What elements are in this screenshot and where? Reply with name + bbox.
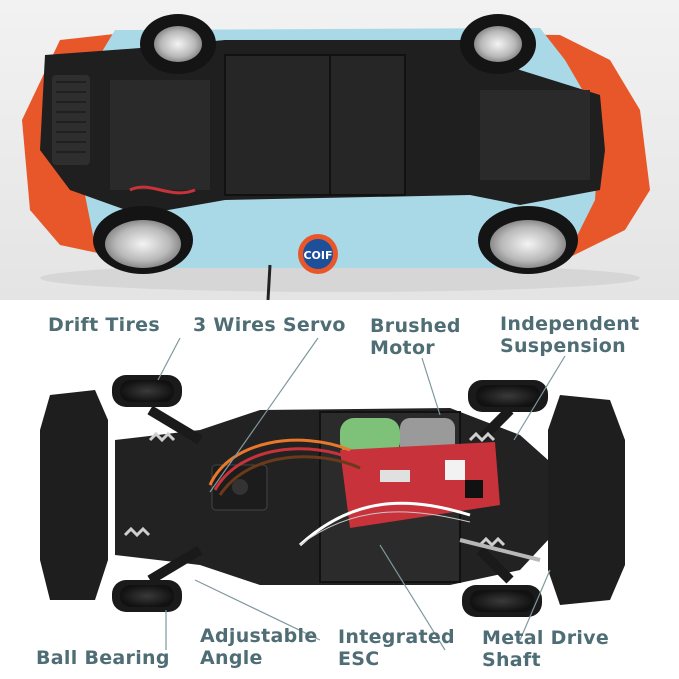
car-underside-photo: COIF (0, 0, 679, 300)
antenna-wire (266, 264, 272, 300)
callout-esc-line1: Integrated (338, 626, 455, 648)
esc-circuit-board (340, 442, 500, 528)
drift-tire-front-top (112, 375, 182, 407)
callout-suspension: Independent Suspension (500, 313, 640, 357)
callout-ball-bearing: Ball Bearing (36, 647, 170, 669)
drift-tire-rear-bottom (462, 585, 542, 617)
metal-drive-shaft (459, 538, 541, 562)
rear-bumper (548, 395, 625, 605)
callout-suspension-line2: Suspension (500, 335, 626, 357)
wheel-rear-bottom (478, 206, 578, 274)
chassis-internals-photo (0, 300, 679, 679)
car-shadow (40, 264, 640, 292)
front-bumper (40, 390, 108, 600)
callout-esc-line2: ESC (338, 648, 380, 670)
callout-drive-shaft-line2: Shaft (482, 649, 541, 671)
callout-servo-line1: 3 Wires Servo (193, 314, 346, 336)
suspension-springs (123, 431, 506, 548)
rear-subframe (480, 90, 590, 180)
callout-motor: Brushed Motor (370, 315, 461, 359)
callout-motor-line2: Motor (370, 337, 435, 359)
callout-motor-line1: Brushed (370, 315, 461, 337)
callout-suspension-line1: Independent (500, 313, 640, 335)
callout-servo: 3 Wires Servo (193, 314, 346, 336)
suspension-arms (147, 405, 514, 585)
wheel-front-bottom (93, 206, 193, 274)
callout-esc: Integrated ESC (338, 626, 455, 670)
center-panel (224, 54, 406, 196)
callout-drift-tires-line1: Drift Tires (48, 314, 160, 336)
callout-drive-shaft: Metal Drive Shaft (482, 627, 609, 671)
wheel-rear-top (460, 14, 536, 74)
callout-drive-shaft-line1: Metal Drive (482, 627, 610, 649)
drift-tire-rear-top (468, 380, 548, 412)
visible-wires (129, 185, 196, 195)
wheel-front-top (140, 14, 216, 74)
front-subframe (110, 80, 210, 190)
callout-angle-line1: Adjustable (200, 625, 318, 647)
gulf-style-logo: COIF (298, 234, 338, 274)
servo-unit (211, 464, 268, 511)
callout-angle-line2: Angle (200, 647, 263, 669)
callout-angle: Adjustable Angle (200, 625, 318, 669)
callout-ball-bearing-line1: Ball Bearing (36, 647, 170, 669)
drift-tire-front-bottom (112, 580, 182, 612)
callout-drift-tires: Drift Tires (48, 314, 160, 336)
grille-lines (56, 81, 86, 153)
logo-text: COIF (303, 249, 332, 262)
